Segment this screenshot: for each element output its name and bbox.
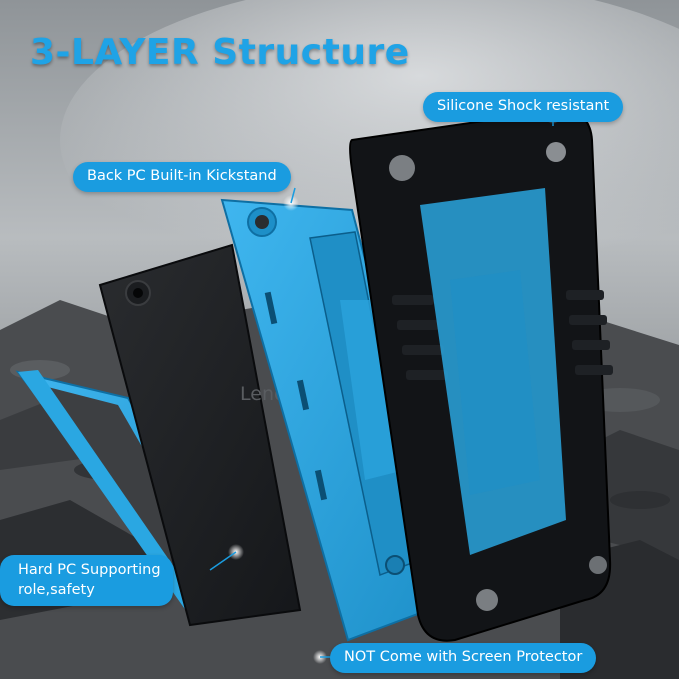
- callout-kickstand: Back PC Built-in Kickstand: [73, 162, 291, 192]
- back-pc-shell: [220, 198, 457, 642]
- callout-screen-protector-text: NOT Come with Screen Protector: [344, 649, 583, 665]
- callout-screen-protector: NOT Come with Screen Protector: [330, 643, 597, 673]
- callout-silicone: Silicone Shock resistant: [423, 92, 624, 122]
- headline-title: 3-LAYER Structure: [30, 32, 410, 73]
- callout-hard-pc-line1: Hard PC Supporting: [18, 562, 161, 578]
- callout-kickstand-text: Back PC Built-in Kickstand: [87, 168, 277, 184]
- callout-silicone-text: Silicone Shock resistant: [437, 98, 610, 114]
- callout-hard-pc: Hard PC Supporting role,safety: [0, 555, 173, 607]
- callout-hard-pc-line2: role,safety: [18, 581, 95, 598]
